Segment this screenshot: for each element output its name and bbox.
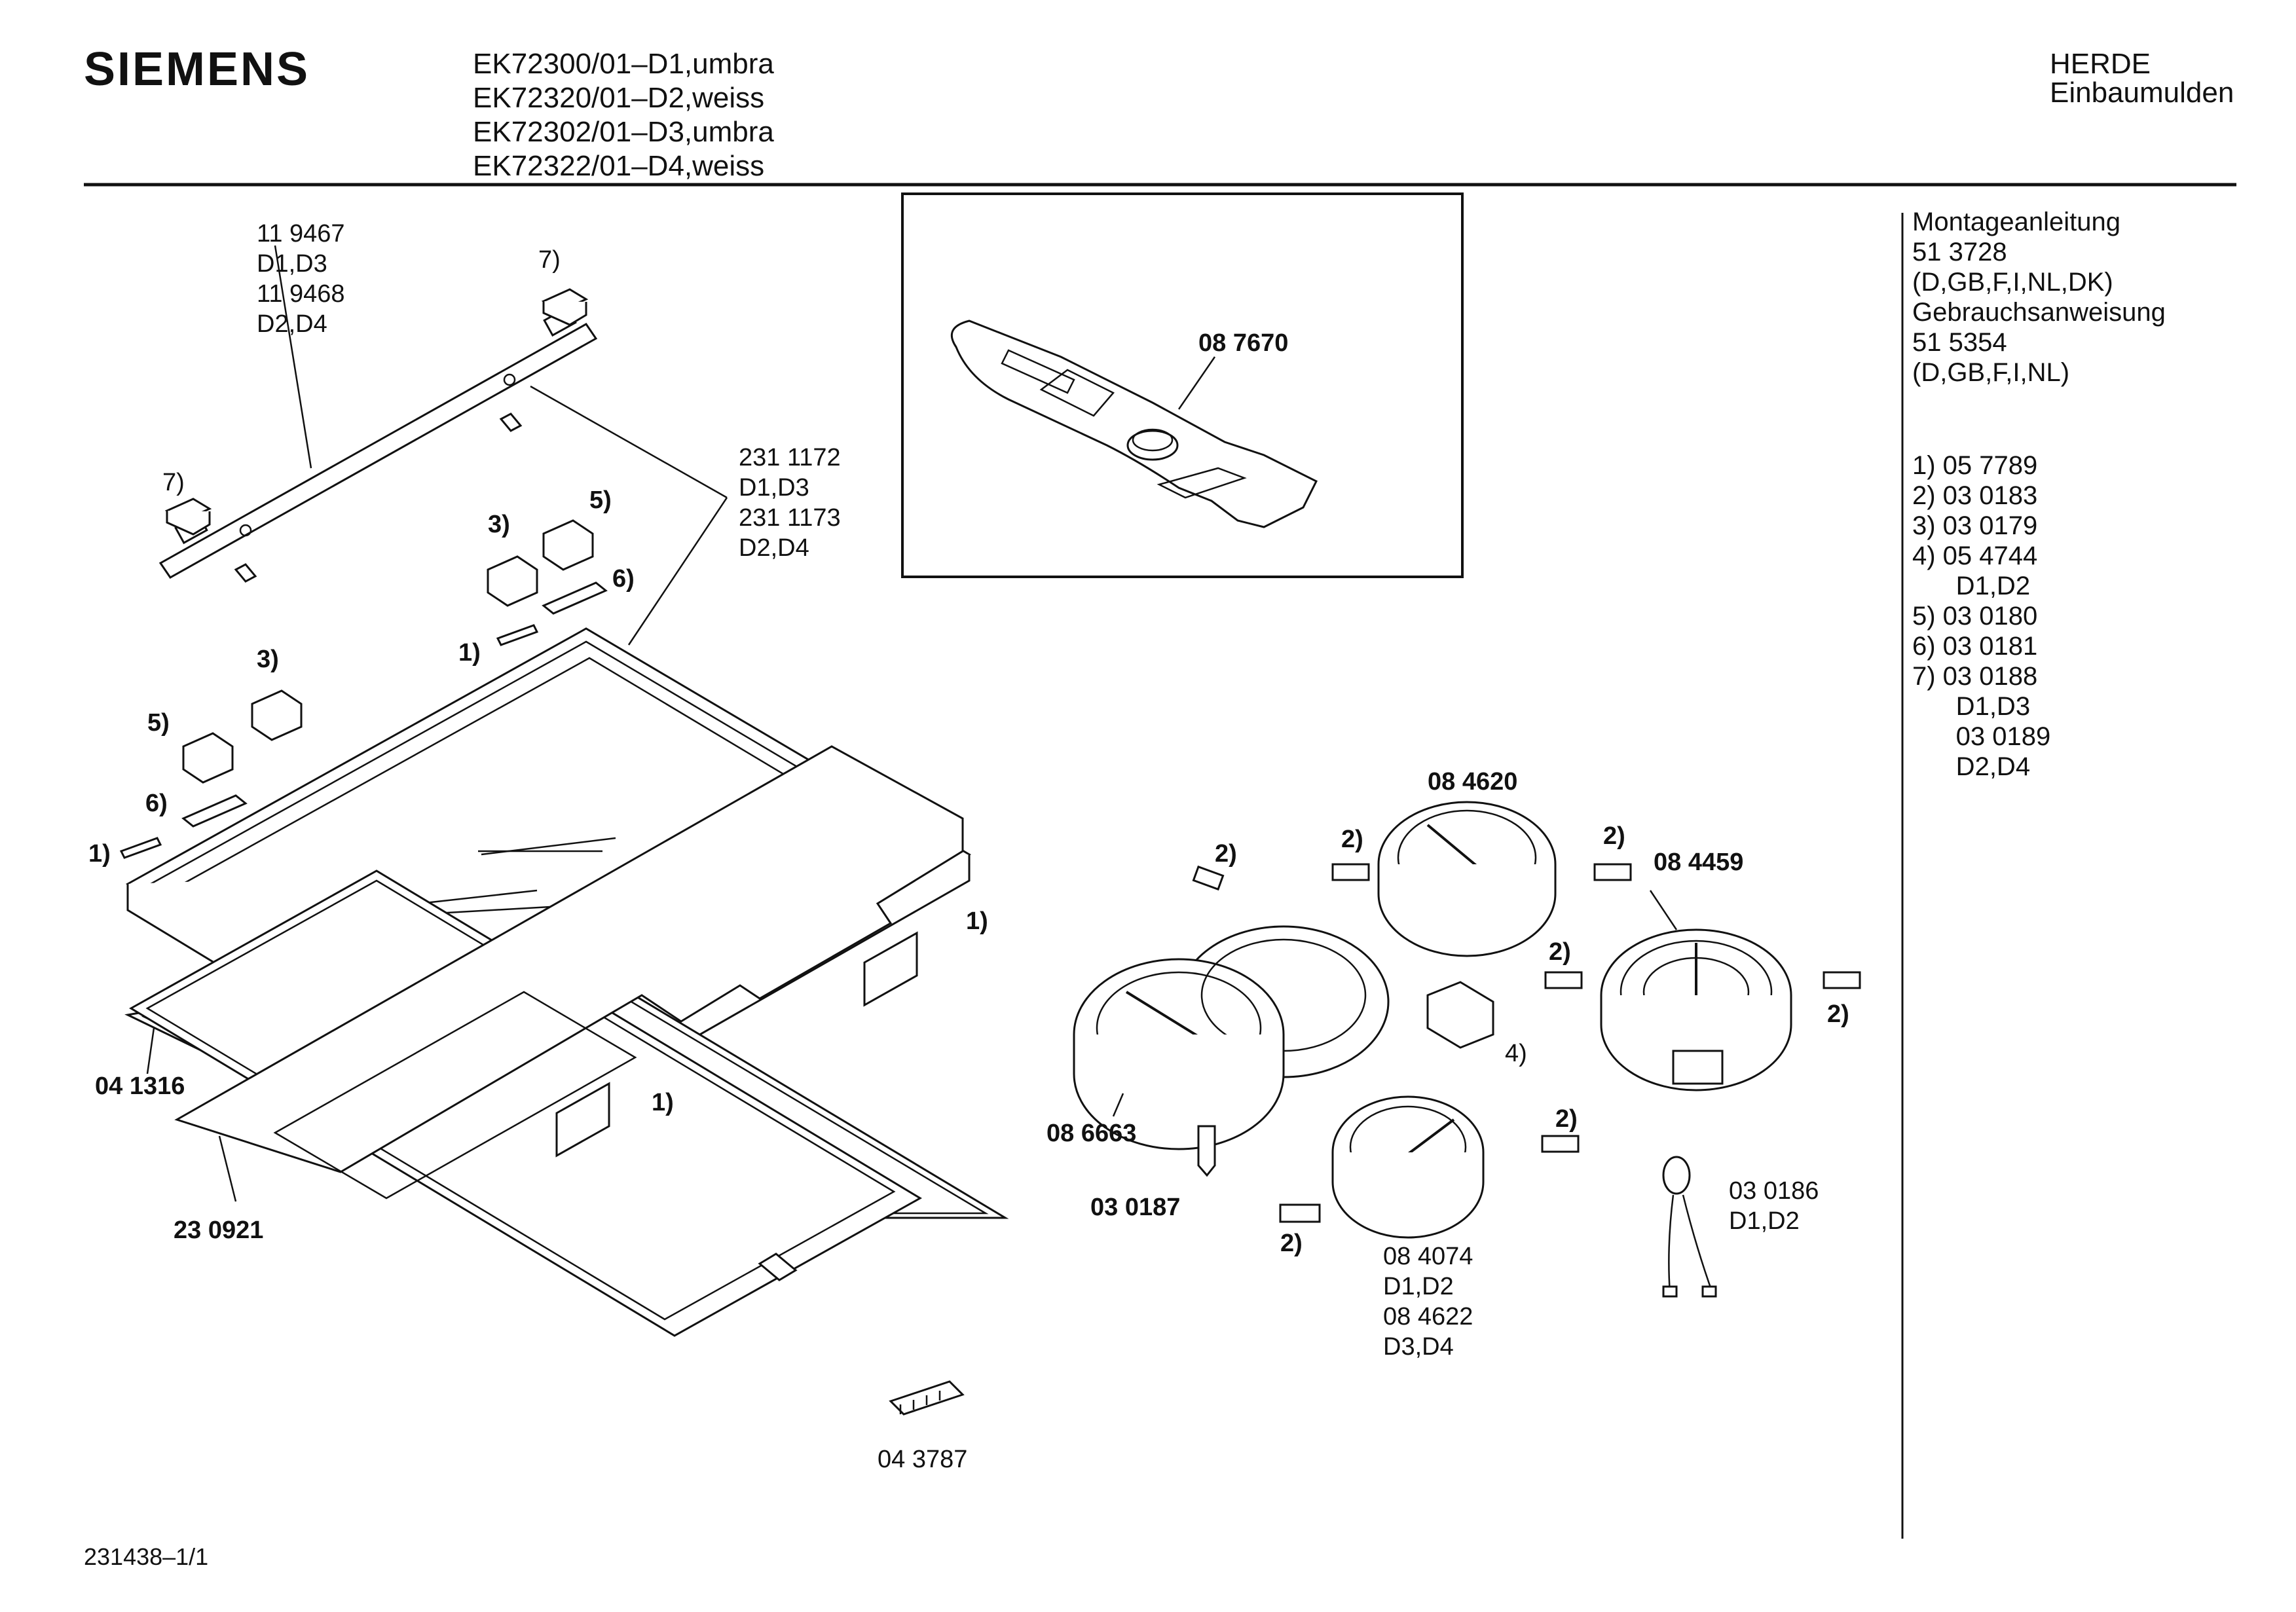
- legend-line-6: 5) 03 0180: [1912, 602, 2038, 631]
- trim-strip: [158, 306, 598, 583]
- callout-2-g: 2): [1280, 1230, 1303, 1257]
- tab-2g: [1279, 1203, 1321, 1223]
- label-lamp: 03 0186: [1729, 1177, 1819, 1205]
- legend-line-11: D2,D4: [1912, 752, 2031, 781]
- callout-2-a: 2): [1215, 840, 1237, 868]
- callout-1-bottom: 1): [652, 1089, 674, 1116]
- connector-pin: [1197, 1125, 1216, 1177]
- tab-2f: [1541, 1135, 1580, 1153]
- bracket-bottom: [555, 1082, 610, 1158]
- small-clip-1b: [119, 837, 162, 859]
- plate-right: [1600, 928, 1792, 1091]
- bracket-right: [863, 931, 918, 1007]
- model-line-4: EK72322/01–D4,weiss: [473, 150, 765, 182]
- doc-line-5: 51 5354: [1912, 328, 2007, 357]
- legend-line-4: 4) 05 4744: [1912, 541, 2038, 570]
- callout-2-b: 2): [1341, 826, 1363, 853]
- label-gasket: 04 1316: [95, 1072, 185, 1100]
- label-plate-top: 08 4620: [1428, 768, 1518, 796]
- scraper-tool: [950, 320, 1318, 528]
- legend-line-2: 2) 03 0183: [1912, 481, 2038, 510]
- block-3b: [251, 689, 303, 741]
- tab-2d: [1544, 971, 1583, 989]
- switch-4: [1426, 981, 1494, 1049]
- label-trim-b-var: D2,D4: [257, 310, 327, 338]
- label-frame-b: 231 1173: [739, 504, 841, 532]
- legend-line-1: 1) 05 7789: [1912, 451, 2038, 480]
- label-frame-a: 231 1172: [739, 444, 841, 471]
- base-plate: [174, 745, 964, 1173]
- callout-1-right: 1): [966, 907, 988, 935]
- legend-line-9: D1,D3: [1912, 692, 2031, 721]
- block-5b: [182, 732, 234, 784]
- label-plate-small-b: 08 4622: [1383, 1303, 1473, 1330]
- block-3a: [487, 555, 538, 607]
- doc-line-6: (D,GB,F,I,NL): [1912, 358, 2070, 387]
- signal-lamp: [1662, 1156, 1717, 1298]
- legend-line-5: D1,D2: [1912, 572, 2031, 600]
- legend-line-10: 03 0189: [1912, 722, 2051, 751]
- legend-line-8: 7) 03 0188: [1912, 662, 2038, 691]
- page-number: 231438–1/1: [84, 1543, 209, 1570]
- label-dual-plate: 08 6663: [1046, 1120, 1137, 1147]
- block-5a: [542, 519, 594, 571]
- callout-1-top: 1): [458, 639, 481, 667]
- callout-4: 4): [1505, 1040, 1527, 1067]
- callout-2-f: 2): [1555, 1105, 1578, 1133]
- label-base: 23 0921: [174, 1217, 264, 1244]
- callout-1-left: 1): [88, 840, 111, 868]
- block-6b: [181, 794, 248, 828]
- plate-small: [1331, 1095, 1485, 1239]
- label-lamp-var: D1,D2: [1729, 1207, 1800, 1235]
- callout-6-left: 6): [145, 790, 168, 817]
- block-6a: [542, 581, 608, 615]
- doc-line-1: Montageanleitung: [1912, 208, 2121, 236]
- callout-3-top: 3): [488, 511, 510, 538]
- label-terminal: 04 3787: [878, 1446, 968, 1473]
- tab-2c: [1593, 863, 1632, 881]
- label-plate-small-a: 08 4074: [1383, 1243, 1473, 1270]
- label-frame-b-var: D2,D4: [739, 534, 809, 562]
- doc-line-4: Gebrauchsanweisung: [1912, 298, 2166, 327]
- model-line-2: EK72320/01–D2,weiss: [473, 82, 765, 114]
- small-clip-1a: [496, 624, 539, 646]
- tab-2e: [1823, 971, 1861, 989]
- label-trim-b: 11 9468: [257, 280, 345, 308]
- gasket-lower: [129, 870, 922, 1337]
- callout-3-left: 3): [257, 646, 279, 673]
- label-plate-right: 08 4459: [1654, 849, 1744, 876]
- label-plate-small-a-var: D1,D2: [1383, 1273, 1454, 1300]
- callout-2-c: 2): [1603, 822, 1625, 850]
- label-plate-small-b-var: D3,D4: [1383, 1333, 1454, 1361]
- scraper-inset-box: [901, 192, 1464, 578]
- callout-5-top: 5): [589, 486, 612, 514]
- plate-top: [1377, 801, 1557, 957]
- callout-7-left: 7): [162, 469, 185, 496]
- callout-2-e: 2): [1827, 1000, 1849, 1028]
- brand-logo: SIEMENS: [84, 43, 310, 96]
- callout-5-left: 5): [147, 709, 170, 737]
- terminal-block: [889, 1380, 965, 1416]
- dual-circuit-plate: [1073, 925, 1390, 1150]
- legend-line-7: 6) 03 0181: [1912, 632, 2038, 661]
- category-line-2: Einbaumulden: [2050, 77, 2234, 109]
- callout-7-top: 7): [538, 246, 561, 274]
- category-line-1: HERDE: [2050, 48, 2151, 80]
- label-frame-a-var: D1,D3: [739, 474, 809, 502]
- label-scraper: 08 7670: [1198, 329, 1289, 357]
- label-connector: 03 0187: [1090, 1194, 1181, 1221]
- tab-2b: [1331, 863, 1370, 881]
- legend-line-3: 3) 03 0179: [1912, 511, 2038, 540]
- label-trim-a: 11 9467: [257, 220, 345, 247]
- doc-line-3: (D,GB,F,I,NL,DK): [1912, 268, 2113, 297]
- callout-2-d: 2): [1549, 938, 1571, 966]
- model-line-3: EK72302/01–D3,umbra: [473, 116, 774, 148]
- callout-6-top: 6): [612, 565, 635, 593]
- model-line-1: EK72300/01–D1,umbra: [473, 48, 774, 80]
- tab-2a: [1192, 865, 1225, 891]
- doc-line-2: 51 3728: [1912, 238, 2007, 266]
- label-trim-a-var: D1,D3: [257, 250, 327, 278]
